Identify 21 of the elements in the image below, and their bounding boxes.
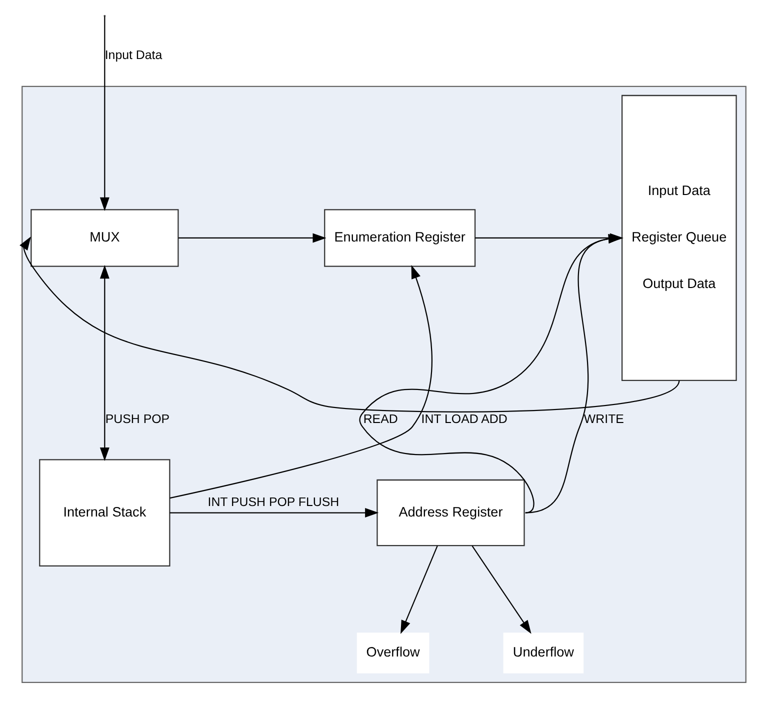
arrow — [100, 264, 110, 461]
edge-label: INT PUSH POP FLUSH — [208, 494, 340, 508]
node-box: Input Data Register Queue Output Data — [621, 94, 737, 381]
edge-label: PUSH POP — [105, 412, 170, 426]
arrow — [400, 545, 438, 634]
edge-label: WRITE — [584, 412, 624, 426]
arrow — [170, 508, 379, 518]
arrow — [178, 232, 326, 242]
edge-label: Input Data — [104, 48, 162, 62]
node-box: Internal Stack — [39, 458, 170, 566]
arrow — [100, 16, 110, 210]
arrow — [20, 236, 680, 412]
node-box: Enumeration Register — [324, 208, 476, 266]
edge-label: READ — [363, 412, 398, 426]
edge-label: INT LOAD ADD — [421, 412, 508, 426]
node-box: Overflow — [356, 632, 430, 673]
node-box: MUX — [30, 208, 179, 266]
node-box: Underflow — [503, 632, 584, 673]
arrow — [472, 545, 532, 634]
node-box: Address Register — [376, 478, 525, 546]
arrow — [170, 264, 432, 498]
